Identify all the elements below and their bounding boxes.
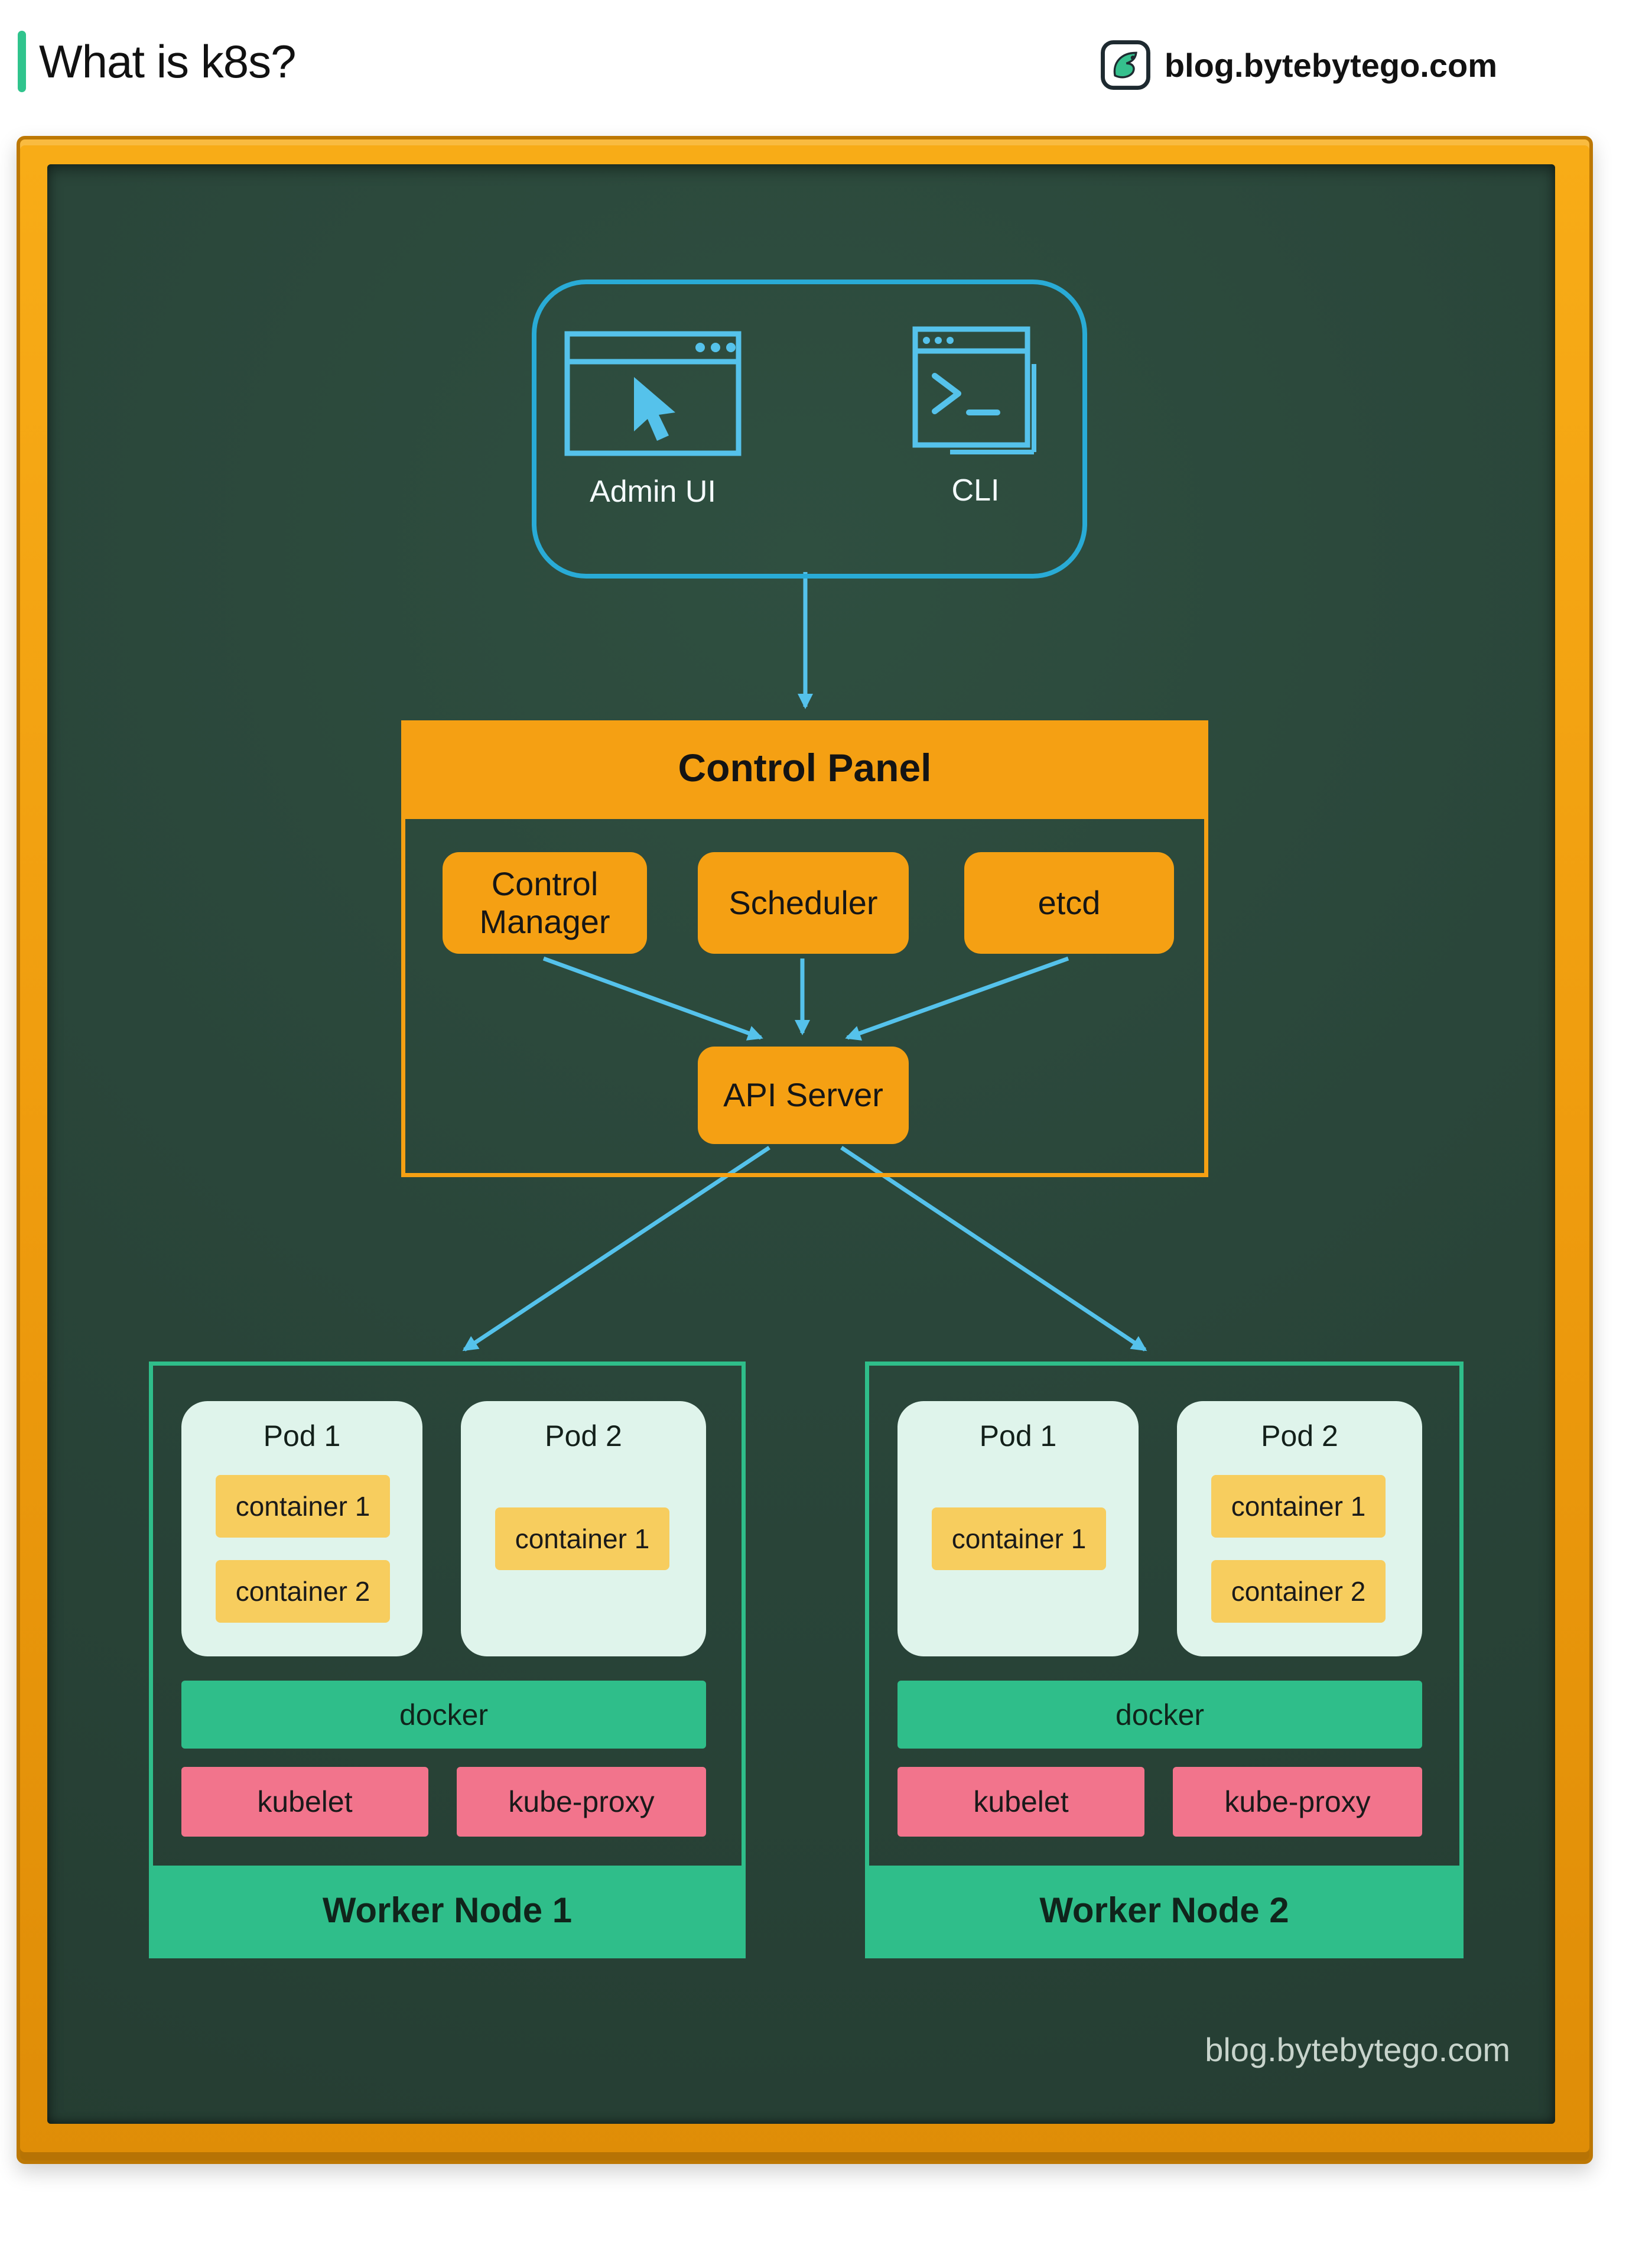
worker2-pod1-label: Pod 1: [979, 1419, 1057, 1453]
admin-ui-item: Admin UI: [555, 331, 750, 509]
control-panel-title: Control Panel: [678, 746, 932, 789]
control-panel-body: [401, 815, 1208, 1177]
worker2-pod2: Pod 2 container 1 container 2: [1177, 1401, 1422, 1656]
title-group: What is k8s?: [18, 31, 296, 92]
worker2-docker-bar: docker: [897, 1681, 1422, 1749]
worker2-kubelet-box: kubelet: [897, 1767, 1144, 1837]
header: What is k8s? blog.bytebytego.com: [0, 0, 1652, 135]
worker2-pod2-container1: container 1: [1211, 1475, 1386, 1538]
cli-label: CLI: [951, 473, 1000, 508]
worker1-pod2: Pod 2 container 1: [461, 1401, 706, 1656]
cli-item: CLI: [896, 326, 1055, 508]
worker-node-2: Pod 1 container 1 Pod 2 container 1 cont…: [865, 1362, 1464, 1958]
bytebytego-logo-icon: [1100, 40, 1150, 90]
worker1-kube-proxy-box: kube-proxy: [457, 1767, 706, 1837]
worker1-pod2-container1: container 1: [495, 1507, 669, 1570]
etcd-label: etcd: [1038, 883, 1101, 921]
admin-ui-label: Admin UI: [590, 475, 716, 509]
worker2-pod1-container1: container 1: [932, 1507, 1106, 1570]
site-group: blog.bytebytego.com: [1100, 39, 1497, 91]
watermark-url: blog.bytebytego.com: [1205, 2031, 1510, 2068]
control-manager-box: Control Manager: [443, 852, 647, 954]
api-server-label: API Server: [723, 1076, 883, 1114]
worker1-kubelet-box: kubelet: [181, 1767, 428, 1837]
etcd-box: etcd: [964, 852, 1174, 954]
api-server-box: API Server: [698, 1047, 909, 1144]
site-url: blog.bytebytego.com: [1164, 46, 1497, 84]
worker1-pod2-label: Pod 2: [545, 1419, 622, 1453]
control-panel-header: Control Panel: [401, 720, 1208, 815]
worker2-pod1: Pod 1 container 1: [897, 1401, 1139, 1656]
worker2-title-bar: Worker Node 2: [869, 1866, 1459, 1954]
worker2-kube-proxy-box: kube-proxy: [1173, 1767, 1422, 1837]
worker2-pod2-container2: container 2: [1211, 1560, 1386, 1623]
worker1-docker-bar: docker: [181, 1681, 706, 1749]
control-manager-label: Control Manager: [479, 865, 610, 940]
page-title: What is k8s?: [39, 35, 296, 87]
worker1-pod1-container2: container 2: [216, 1560, 390, 1623]
scheduler-box: Scheduler: [698, 852, 909, 954]
title-accent-bar: [18, 31, 26, 92]
worker1-pod1: Pod 1 container 1 container 2: [181, 1401, 422, 1656]
client-access-box: [532, 280, 1087, 579]
worker2-pod2-label: Pod 2: [1261, 1419, 1338, 1453]
worker-node-1: Pod 1 container 1 container 2 Pod 2 cont…: [149, 1362, 746, 1958]
browser-window-cursor-icon: [564, 331, 742, 456]
worker1-pod1-label: Pod 1: [263, 1419, 341, 1453]
worker1-title-bar: Worker Node 1: [153, 1866, 742, 1954]
worker1-pod1-container1: container 1: [216, 1475, 390, 1538]
scheduler-label: Scheduler: [729, 883, 878, 921]
terminal-window-icon: [912, 326, 1036, 454]
